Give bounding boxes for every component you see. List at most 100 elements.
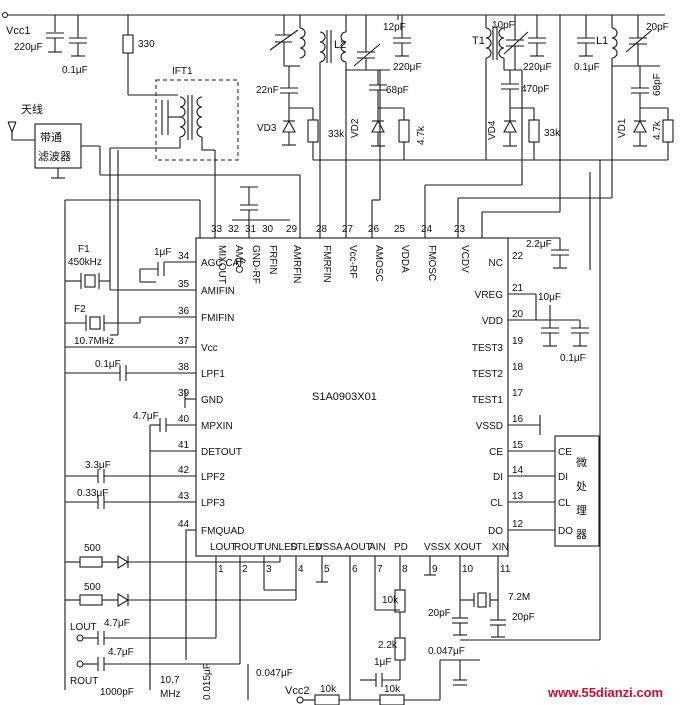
pin-name-20: VDD bbox=[482, 316, 503, 327]
crystal-network: 7.2M 20pF 20pF bbox=[428, 556, 535, 638]
pin-name-30: FRFIN bbox=[267, 245, 278, 274]
r10ka-label: 10k bbox=[320, 684, 337, 695]
vcc2-label: Vcc2 bbox=[285, 685, 309, 697]
pin-name-21: VREG bbox=[475, 290, 504, 301]
r33k-b-label: 33k bbox=[544, 128, 561, 139]
pin-num-41: 41 bbox=[178, 440, 190, 451]
pin-num-15: 15 bbox=[512, 440, 524, 451]
c01r-label: 0.1μF bbox=[560, 353, 586, 364]
pin-name-24: FMOSC bbox=[426, 245, 437, 281]
vcc1-rail: Vcc1 220μF 0.1μF 330 bbox=[2, 12, 665, 80]
watermark: www.55dianzi.com bbox=[547, 685, 663, 700]
pin-name-37: Vcc bbox=[201, 343, 218, 354]
pin-num-33: 33 bbox=[211, 224, 223, 235]
mcu-pin-do: DO bbox=[558, 526, 573, 537]
pin-num-9: 9 bbox=[432, 564, 438, 575]
c-vcc1b-label: 0.1μF bbox=[62, 65, 88, 76]
pin-num-1: 1 bbox=[218, 564, 224, 575]
pin-name-26: AMOSC bbox=[373, 245, 384, 282]
ic-pins-right: 22NC21VREG20VDD19TEST318TEST217TEST116VS… bbox=[472, 251, 524, 537]
pin-num-26: 26 bbox=[368, 224, 380, 235]
pin-num-32: 32 bbox=[228, 224, 240, 235]
pin-name-31: GND-RF bbox=[250, 245, 261, 284]
pin-name-13: CL bbox=[490, 498, 503, 509]
vcc1-label: Vcc1 bbox=[6, 25, 30, 37]
ic-pins-bottom: LOUT1ROUT2TUNLED3STLED4VSSA5AOUT6AIN7PD8… bbox=[210, 542, 511, 575]
pin-num-11: 11 bbox=[500, 564, 511, 575]
mcu-label-char: 处 bbox=[576, 480, 587, 493]
t1-label: T1 bbox=[472, 35, 485, 47]
pin-name-22: NC bbox=[489, 258, 503, 269]
mcu-pin-ce: CE bbox=[558, 447, 572, 458]
c0047b-label: 0.047μF bbox=[428, 646, 465, 657]
r47b-label: 4.7k bbox=[652, 120, 663, 140]
ift1-label: IFT1 bbox=[172, 66, 193, 77]
filter-label-2: 滤波器 bbox=[38, 150, 71, 163]
pin-name-8: PD bbox=[394, 542, 408, 553]
c20p-x2-label: 20pF bbox=[512, 612, 535, 623]
mcu-label-char: 理 bbox=[576, 504, 587, 517]
right-supply: 2.2μF 10μF 0.1μF bbox=[460, 160, 601, 641]
pin-num-37: 37 bbox=[178, 336, 190, 347]
c220b-label: 220μF bbox=[523, 62, 552, 73]
l2-label: L2 bbox=[334, 39, 346, 51]
pin-num-4: 4 bbox=[298, 564, 304, 575]
c22n-label: 22nF bbox=[256, 85, 279, 96]
pin-name-35: AMIFIN bbox=[201, 286, 235, 297]
pin-num-22: 22 bbox=[512, 251, 524, 262]
c20p-x1-label: 20pF bbox=[428, 608, 451, 619]
pin-num-13: 13 bbox=[512, 491, 524, 502]
c1ub-label: 1μF bbox=[374, 657, 391, 668]
rf-network-left: 22nF VD3 33k L2 12pF bbox=[256, 15, 600, 238]
c01-lpf1-label: 0.1μF bbox=[95, 359, 121, 370]
pin-name-14: DI bbox=[493, 472, 503, 483]
pin-num-21: 21 bbox=[512, 283, 524, 294]
c01-top-label: 0.1μF bbox=[574, 62, 600, 73]
vd2-label: VD2 bbox=[350, 118, 361, 138]
pin-name-1: LOUT bbox=[210, 542, 237, 553]
pin-name-40: MPXIN bbox=[201, 421, 233, 432]
mcu-pin-cl: CL bbox=[558, 498, 571, 509]
main-ic: S1A0903X01 33MIXOUT32AMLO31GND-RF30FRFIN… bbox=[178, 224, 524, 575]
lout-label: LOUT bbox=[70, 622, 97, 633]
vd1-label: VD1 bbox=[617, 118, 628, 138]
rf-network-right: T1 10pF 220μF 470pF VD4 bbox=[397, 15, 674, 270]
pin-num-2: 2 bbox=[242, 564, 248, 575]
ic-part-number: S1A0903X01 bbox=[312, 391, 377, 403]
pin-num-30: 30 bbox=[262, 224, 274, 235]
pin-num-43: 43 bbox=[178, 491, 190, 502]
pin-name-39: GND bbox=[201, 395, 223, 406]
pin-name-3: TUNLED bbox=[258, 542, 298, 553]
c220a-label: 220μF bbox=[393, 62, 422, 73]
c20p-label: 20pF bbox=[646, 22, 669, 33]
vd4-label: VD4 bbox=[487, 120, 498, 140]
c10u-label: 10μF bbox=[538, 292, 561, 303]
mcu-label-char: 器 bbox=[576, 528, 587, 541]
pin-num-31: 31 bbox=[245, 224, 257, 235]
pin-name-42: LPF2 bbox=[201, 472, 225, 483]
c47-lout-label: 4.7μF bbox=[104, 618, 130, 629]
pin-num-7: 7 bbox=[377, 564, 383, 575]
c470-label: 470pF bbox=[521, 84, 549, 95]
c1000-label: 1000pF bbox=[100, 687, 134, 698]
c68b-label: 68pF bbox=[652, 73, 663, 96]
pin-num-42: 42 bbox=[178, 465, 190, 476]
pin-num-12: 12 bbox=[512, 519, 524, 530]
c22u-label: 2.2μF bbox=[526, 239, 552, 250]
pin-num-10: 10 bbox=[462, 564, 474, 575]
f2-freq-label: 10.7MHz bbox=[74, 336, 114, 347]
pin-num-23: 23 bbox=[454, 224, 466, 235]
f2-label: F2 bbox=[74, 304, 86, 315]
r500a-label: 500 bbox=[84, 543, 101, 554]
f1-label: F1 bbox=[78, 244, 90, 255]
pin-name-10: XOUT bbox=[454, 542, 482, 553]
pin-name-11: XIN bbox=[492, 542, 509, 553]
coil-107-label: 10.7 bbox=[160, 675, 180, 686]
pin-num-28: 28 bbox=[316, 224, 328, 235]
f1-freq-label: 450kHz bbox=[68, 257, 102, 268]
pin-num-39: 39 bbox=[178, 388, 190, 399]
rout-label: ROUT bbox=[70, 676, 98, 687]
